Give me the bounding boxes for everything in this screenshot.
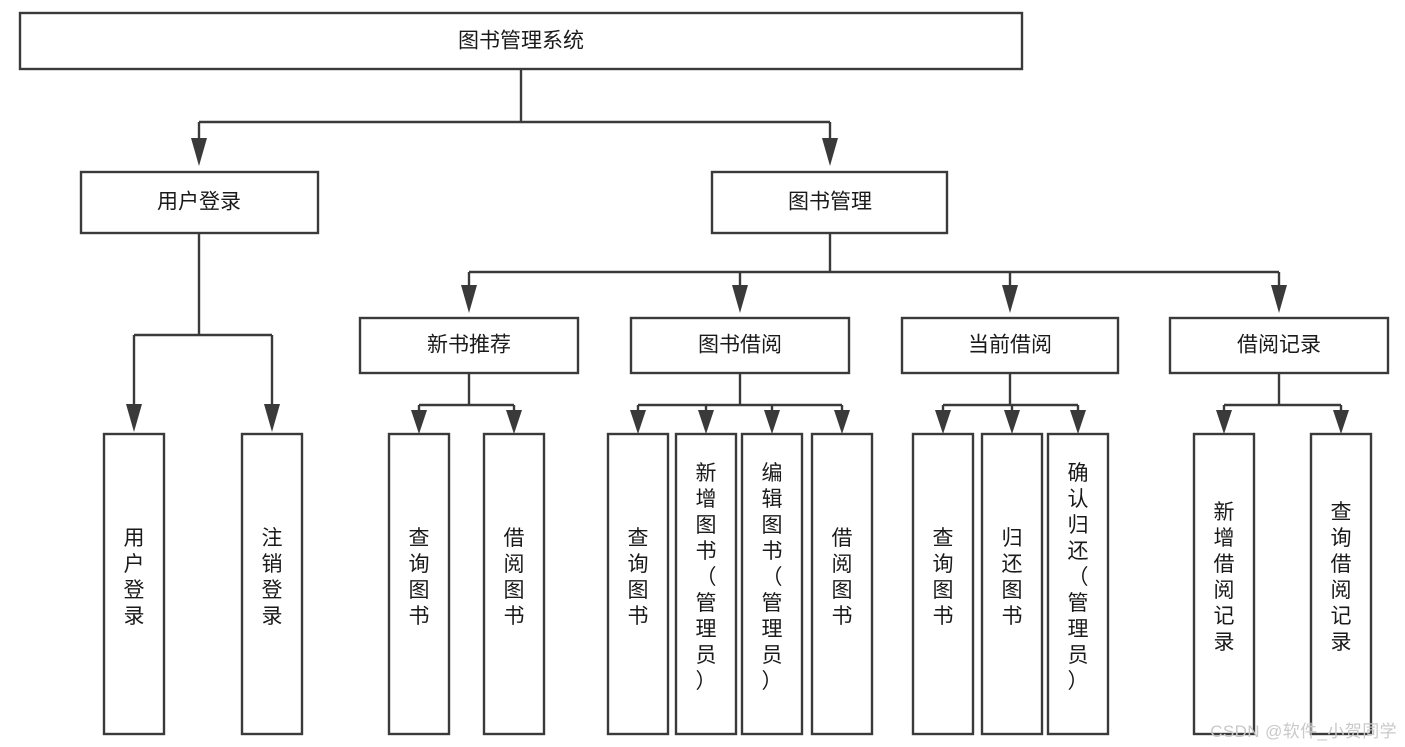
current-borrow-label: 当前借阅	[968, 334, 1052, 357]
leaf-rec-borrow-book-box[interactable]	[482, 432, 546, 736]
leaf-bb-edit-book-label: 编辑图书（管理员）	[762, 462, 783, 693]
csdn-watermark: CSDN @软件_小贺同学	[1210, 722, 1397, 741]
leaf-br-add-record-box[interactable]	[1192, 432, 1256, 736]
leaf-cb-return-book-label: 归还图书	[1002, 527, 1023, 628]
node-leaf-bb-add-book[interactable]: 新增图书（管理员）	[674, 432, 738, 736]
leaf-bb-edit-book-box[interactable]	[740, 432, 804, 736]
new-book-rec-label: 新书推荐	[427, 334, 511, 357]
node-leaf-br-add-record[interactable]: 新增借阅记录	[1192, 432, 1256, 736]
borrow-record-label: 借阅记录	[1237, 334, 1321, 357]
node-leaf-br-query-record[interactable]: 查询借阅记录	[1309, 432, 1373, 736]
leaf-nodes-layer: 用户登录 注销登录 查询图书 借阅图书 查询图书 新增图书（管理员）	[102, 432, 1373, 736]
leaf-user-login-box[interactable]	[102, 432, 166, 736]
user-login-label: 用户登录	[157, 191, 241, 214]
arrowhead-ul-leaf2	[264, 404, 280, 432]
arrowhead-book-borrow	[732, 285, 748, 313]
arrowhead-cb-leaf1	[935, 410, 951, 434]
node-book-manage[interactable]: 图书管理	[710, 170, 949, 235]
arrowhead-cb-leaf2	[1004, 410, 1020, 434]
node-leaf-bb-query-book[interactable]: 查询图书	[606, 432, 670, 736]
node-leaf-cb-return-book[interactable]: 归还图书	[980, 432, 1044, 736]
node-leaf-rec-query-book[interactable]: 查询图书	[387, 432, 451, 736]
arrowhead-bb-leaf1	[630, 410, 646, 434]
leaf-bb-borrow-book-box[interactable]	[810, 432, 874, 736]
root-label: 图书管理系统	[458, 30, 584, 53]
leaf-br-query-record-box[interactable]	[1309, 432, 1373, 736]
arrowhead-new-book-rec	[461, 285, 477, 313]
leaf-cb-confirm-return-label: 确认归还（管理员）	[1068, 462, 1089, 693]
leaf-rec-query-book-label: 查询图书	[409, 527, 430, 628]
leaf-user-logout-label: 注销登录	[262, 527, 283, 628]
leaf-bb-add-book-label: 新增图书（管理员）	[696, 462, 717, 693]
node-leaf-bb-borrow-book[interactable]: 借阅图书	[810, 432, 874, 736]
arrowhead-bb-leaf4	[834, 410, 850, 434]
leaf-bb-query-book-label: 查询图书	[628, 527, 649, 628]
arrowhead-book-manage	[822, 138, 838, 166]
borrow-record-box[interactable]	[1168, 316, 1390, 375]
node-root[interactable]: 图书管理系统	[18, 11, 1024, 71]
node-new-book-rec[interactable]: 新书推荐	[358, 316, 580, 375]
leaf-br-query-record-label: 查询借阅记录	[1331, 501, 1352, 654]
arrowhead-bb-leaf3	[764, 410, 780, 434]
book-manage-box[interactable]	[710, 170, 949, 235]
node-leaf-rec-borrow-book[interactable]: 借阅图书	[482, 432, 546, 736]
leaf-user-login-label: 用户登录	[124, 527, 145, 628]
arrowhead-borrow-record	[1271, 285, 1287, 313]
book-borrow-label: 图书借阅	[698, 334, 782, 357]
arrowhead-user-login	[191, 138, 207, 166]
node-user-login[interactable]: 用户登录	[79, 170, 320, 235]
node-leaf-cb-confirm-return[interactable]: 确认归还（管理员）	[1046, 432, 1110, 736]
leaf-cb-query-book-box[interactable]	[911, 432, 975, 736]
leaf-user-logout-box[interactable]	[240, 432, 304, 736]
node-leaf-bb-edit-book[interactable]: 编辑图书（管理员）	[740, 432, 804, 736]
leaf-rec-borrow-book-label: 借阅图书	[504, 527, 525, 628]
arrowhead-cb-leaf3	[1070, 410, 1086, 434]
arrowhead-current-borrow	[1002, 285, 1018, 313]
node-current-borrow[interactable]: 当前借阅	[900, 316, 1120, 375]
node-leaf-cb-query-book[interactable]: 查询图书	[911, 432, 975, 736]
arrowhead-ul-leaf1	[126, 404, 142, 432]
leaf-rec-query-book-box[interactable]	[387, 432, 451, 736]
node-leaf-user-login[interactable]: 用户登录	[102, 432, 166, 736]
book-manage-label: 图书管理	[788, 191, 872, 214]
edges-layer	[126, 69, 1349, 434]
leaf-cb-query-book-label: 查询图书	[933, 527, 954, 628]
leaf-cb-confirm-return-box[interactable]	[1046, 432, 1110, 736]
arrowhead-br-leaf2	[1333, 410, 1349, 434]
leaf-cb-return-book-box[interactable]	[980, 432, 1044, 736]
leaf-bb-query-book-box[interactable]	[606, 432, 670, 736]
arrowhead-nbr-leaf1	[411, 410, 427, 434]
node-leaf-user-logout[interactable]: 注销登录	[240, 432, 304, 736]
user-login-box[interactable]	[79, 170, 320, 235]
arrowhead-bb-leaf2	[698, 410, 714, 434]
leaf-bb-borrow-book-label: 借阅图书	[832, 527, 853, 628]
node-book-borrow[interactable]: 图书借阅	[629, 316, 851, 375]
current-borrow-box[interactable]	[900, 316, 1120, 375]
arrowhead-nbr-leaf2	[506, 410, 522, 434]
leaf-br-add-record-label: 新增借阅记录	[1214, 501, 1235, 654]
node-borrow-record[interactable]: 借阅记录	[1168, 316, 1390, 375]
book-borrow-box[interactable]	[629, 316, 851, 375]
new-book-rec-box[interactable]	[358, 316, 580, 375]
root-box[interactable]	[18, 11, 1024, 71]
arrowhead-br-leaf1	[1216, 410, 1232, 434]
leaf-bb-add-book-box[interactable]	[674, 432, 738, 736]
